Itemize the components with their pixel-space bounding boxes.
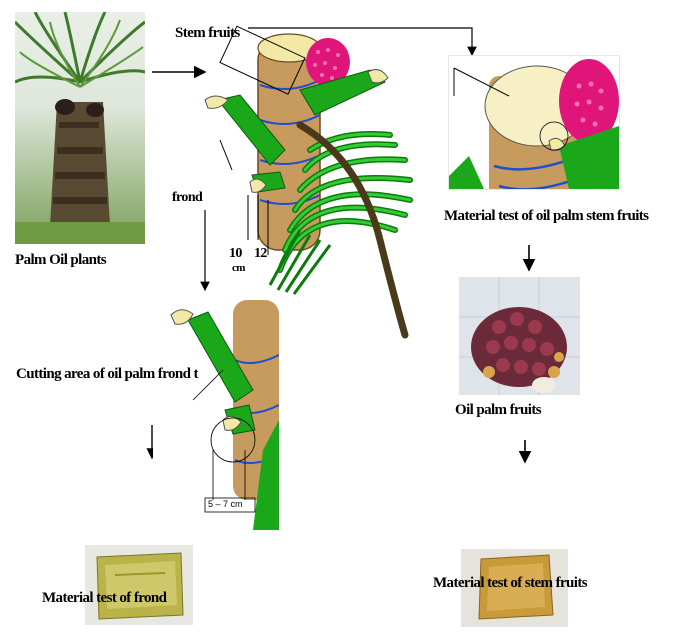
- oil-palm-fruits-label: Oil palm fruits: [455, 402, 541, 419]
- material-test-of-stem-fruits-label: Material test of stem fruits: [433, 575, 587, 592]
- oil-palm-fruits-photo: [459, 277, 580, 395]
- frond-test-photo: [85, 545, 193, 625]
- cutting-area-frond-diagram: [153, 300, 279, 530]
- dim-cm-label: cm: [232, 262, 245, 274]
- dim-10-label: 10: [229, 246, 242, 262]
- material-test-stem-fruits-label: Material test of oil palm stem fruits: [444, 208, 648, 225]
- stem-fruits-label: Stem fruits: [175, 25, 240, 42]
- small-dim-label: 5 – 7 cm: [208, 499, 243, 509]
- cutting-area-label: Cutting area of oil palm frond t: [16, 366, 198, 383]
- dim-12-label: 12: [254, 246, 267, 262]
- stem-fruit-test-diagram: [448, 55, 620, 190]
- frond-label: frond: [172, 190, 202, 206]
- material-test-frond-label: Material test of frond: [42, 590, 166, 607]
